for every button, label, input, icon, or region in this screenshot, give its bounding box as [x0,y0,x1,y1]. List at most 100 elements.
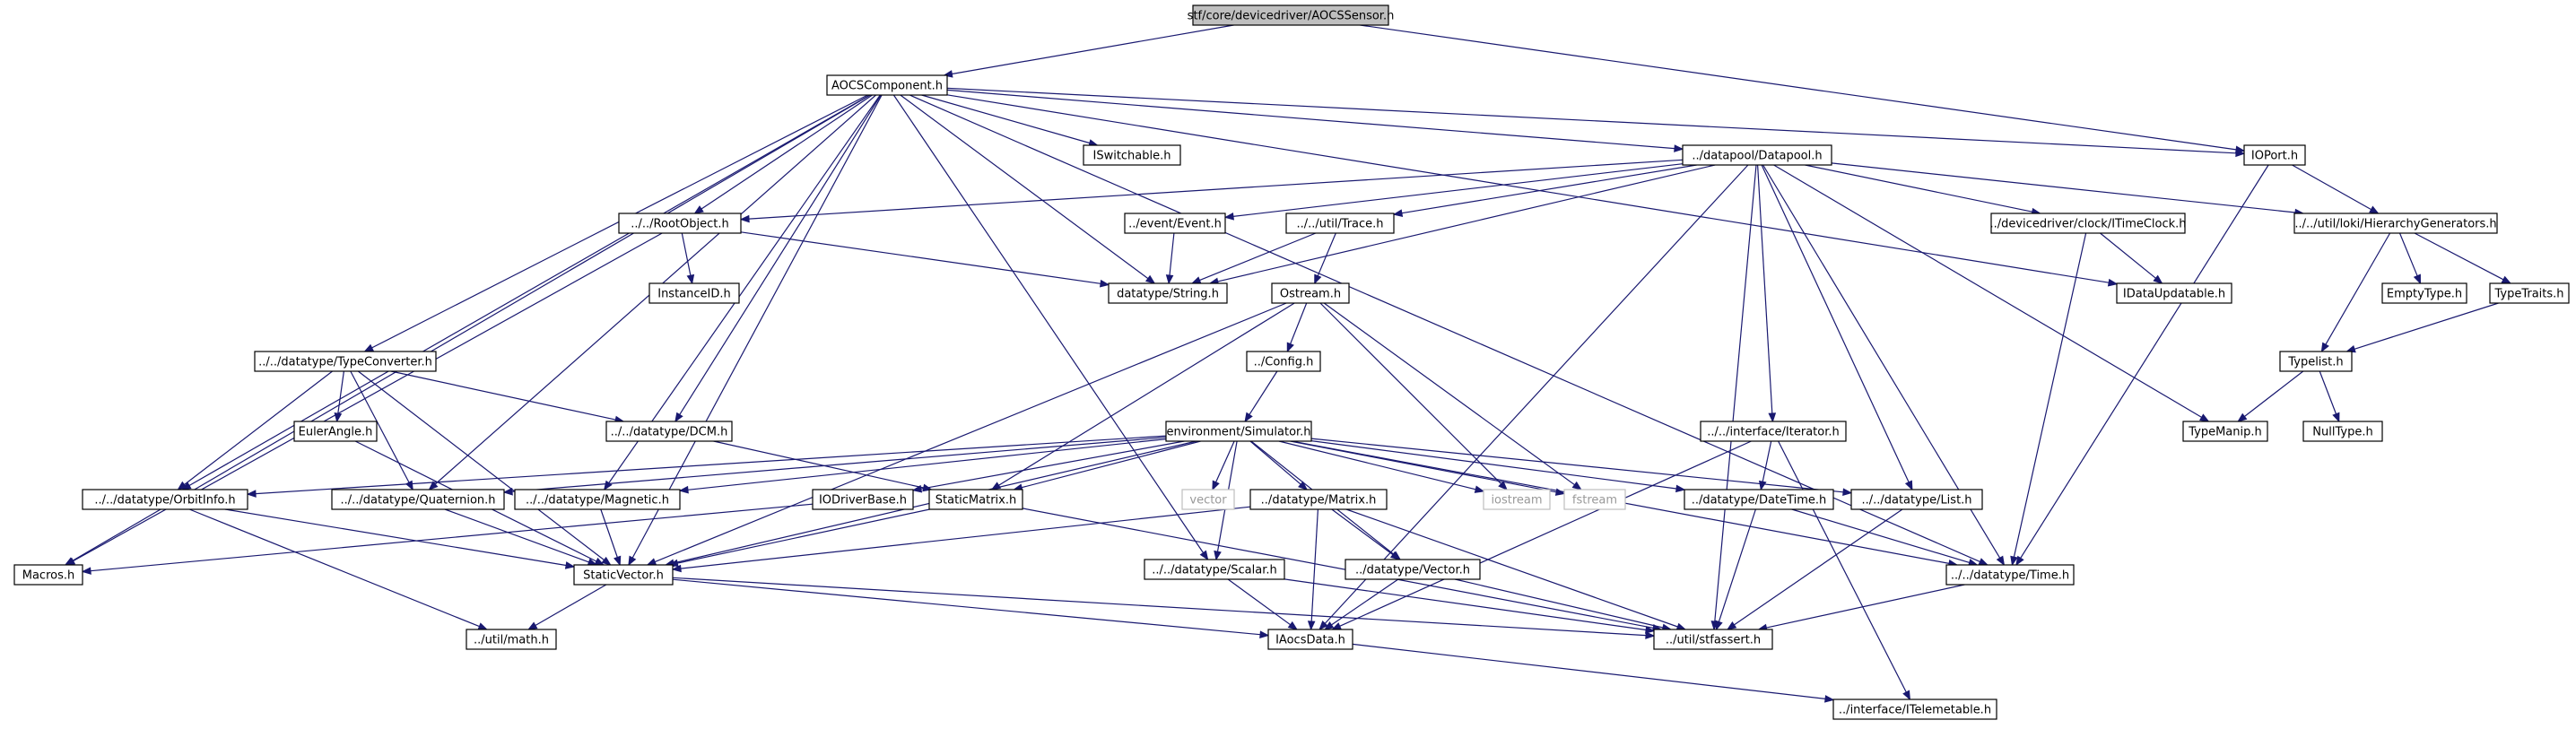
node-orbitinfo[interactable]: ../../datatype/OrbitInfo.h [82,489,248,510]
node-magnetic[interactable]: ../../datatype/Magnetic.h [514,489,681,510]
node-string[interactable]: datatype/String.h [1108,282,1228,304]
edge-aocscomponent-to-macros [72,94,871,562]
edge-arrowhead [1674,144,1684,152]
node-iswitchable[interactable]: ISwitchable.h [1083,144,1181,166]
edge-datapool-to-stfassert [1714,164,1757,622]
node-iaocsdata[interactable]: IAocsData.h [1267,629,1353,650]
node-eulerangle[interactable]: EulerAngle.h [293,421,378,442]
node-event[interactable]: ../event/Event.h [1124,213,1226,234]
node-staticvector[interactable]: StaticVector.h [573,564,674,586]
edge-hierarchy-to-emptytype [2398,232,2418,276]
edge-arrowhead [405,480,413,491]
edge-arrowhead [502,487,513,496]
node-quaternion[interactable]: ../../datatype/Quaternion.h [331,489,505,510]
edge-arrowhead [1645,626,1656,634]
node-ioport[interactable]: IOPort.h [2243,144,2306,166]
node-iostream[interactable]: iostream [1483,489,1551,510]
node-idataupdatable[interactable]: IDataUpdatable.h [2116,282,2232,304]
node-macros[interactable]: Macros.h [13,564,83,586]
node-aocssensor[interactable]: stf/core/devicedriver/AOCSSensor.h [1188,4,1395,26]
edge-arrowhead [1314,273,1322,285]
edge-simulator-to-list [1310,438,1844,493]
edge-arrowhead [674,412,683,423]
edge-datapool-to-iterator [1757,164,1773,414]
edge-arrowhead [1190,276,1202,284]
edge-arrowhead [1645,631,1656,639]
node-label: ../datatype/Vector.h [1355,564,1470,577]
edge-arrowhead [2501,275,2512,284]
node-label: ../../RootObject.h [631,218,728,231]
node-list[interactable]: ../../datatype/List.h [1850,489,1983,510]
node-label: IAocsData.h [1275,634,1345,647]
node-label: ../../datatype/Time.h [1951,569,2069,583]
edge-typeconverter-to-quaternion [350,370,410,483]
node-typeconverter[interactable]: ../../datatype/TypeConverter.h [254,351,437,372]
edge-ostream-to-staticmatrix [998,302,1295,486]
edge-scalar-to-iaocsdata [1227,578,1291,626]
node-typemanip[interactable]: TypeManip.h [2182,421,2268,442]
edge-simulator-to-iodriverbase [920,440,1185,490]
edge-arrowhead [2369,205,2380,214]
edge-arrowhead [1758,480,1767,491]
edge-datapool-to-itimeclock [1805,164,2032,213]
node-itimeclock[interactable]: ../devicedriver/clock/ITimeClock.h [1989,213,2187,234]
edge-arrowhead [2010,555,2018,567]
node-label: Macros.h [22,569,75,583]
node-stfassert[interactable]: ../util/stfassert.h [1653,629,1773,650]
edge-arrowhead [1768,412,1777,423]
edge-arrowhead [564,561,576,569]
node-nulltype[interactable]: NullType.h [2302,421,2383,442]
edge-simulator-to-magnetic [687,438,1167,490]
node-scalar[interactable]: ../../datatype/Scalar.h [1144,559,1285,580]
node-math[interactable]: ../util/math.h [466,629,557,650]
edge-typelist-to-nulltype [2319,370,2337,414]
edge-arrowhead [1100,279,1110,288]
node-label: ../../datatype/Scalar.h [1152,564,1276,577]
node-hierarchy[interactable]: ../../util/loki/HierarchyGenerators.h [2293,213,2498,234]
node-label: TypeTraits.h [2493,288,2563,301]
edge-arrowhead [646,558,657,566]
node-datapool[interactable]: ../datapool/Datapool.h [1682,144,1832,166]
node-instanceid[interactable]: InstanceID.h [648,282,740,304]
edge-aocscomponent-to-iswitchable [921,94,1090,144]
header-file-nodes: stf/core/devicedriver/AOCSSensor.h AOCSC… [13,4,2570,720]
edge-simulator-to-staticmatrix [1021,440,1201,489]
edge-arrowhead [601,556,612,566]
edge-arrowhead [246,490,257,498]
edge-arrowhead [1331,622,1342,630]
node-staticmatrix[interactable]: StaticMatrix.h [928,489,1023,510]
node-trace[interactable]: ../../util/Trace.h [1285,213,1395,234]
node-rootobject[interactable]: ../../RootObject.h [618,213,742,234]
edge-trace-to-string [1199,232,1317,282]
node-itelemetable[interactable]: ../interface/ITelemetable.h [1832,699,1997,720]
node-aocscomponent[interactable]: AOCSComponent.h [826,74,948,96]
node-iodriverbase[interactable]: IODriverBase.h [812,489,914,510]
node-ostream[interactable]: Ostream.h [1271,282,1350,304]
edge-simulator-to-vector_std [1215,440,1235,483]
node-fstream[interactable]: fstream [1563,489,1626,510]
edge-typeconverter-to-dcm [390,370,616,421]
node-iterator[interactable]: ../../interface/Iterator.h [1700,421,1847,442]
node-emptytype[interactable]: EmptyType.h [2381,282,2467,304]
node-matrix[interactable]: ../datatype/Matrix.h [1249,489,1388,510]
edge-arrowhead [1392,209,1404,217]
edge-datapool-to-trace [1401,164,1697,214]
node-time[interactable]: ../../datatype/Time.h [1945,564,2075,586]
node-dcm[interactable]: ../../datatype/DCM.h [605,421,733,442]
node-label: iostream [1491,494,1542,508]
node-typelist[interactable]: Typelist.h [2279,351,2353,372]
edge-arrowhead [628,555,637,567]
edge-arrowhead [739,214,750,223]
node-label: IDataUpdatable.h [2123,288,2225,301]
node-config[interactable]: ../Config.h [1246,351,1321,372]
edge-typeconverter-to-orbitinfo [184,370,333,485]
edge-arrowhead [2199,413,2210,422]
edge-vectorh-to-iaocsdata [1331,578,1399,626]
edge-arrowhead [477,622,489,630]
node-typetraits[interactable]: TypeTraits.h [2489,282,2570,304]
node-vector-std[interactable]: vector [1181,489,1235,510]
node-simulator[interactable]: environment/Simulator.h [1165,421,1312,442]
edge-arrowhead [1978,558,1989,566]
node-vectorh[interactable]: ../datatype/Vector.h [1345,559,1481,580]
node-datetime[interactable]: ../datatype/DateTime.h [1684,489,1834,510]
